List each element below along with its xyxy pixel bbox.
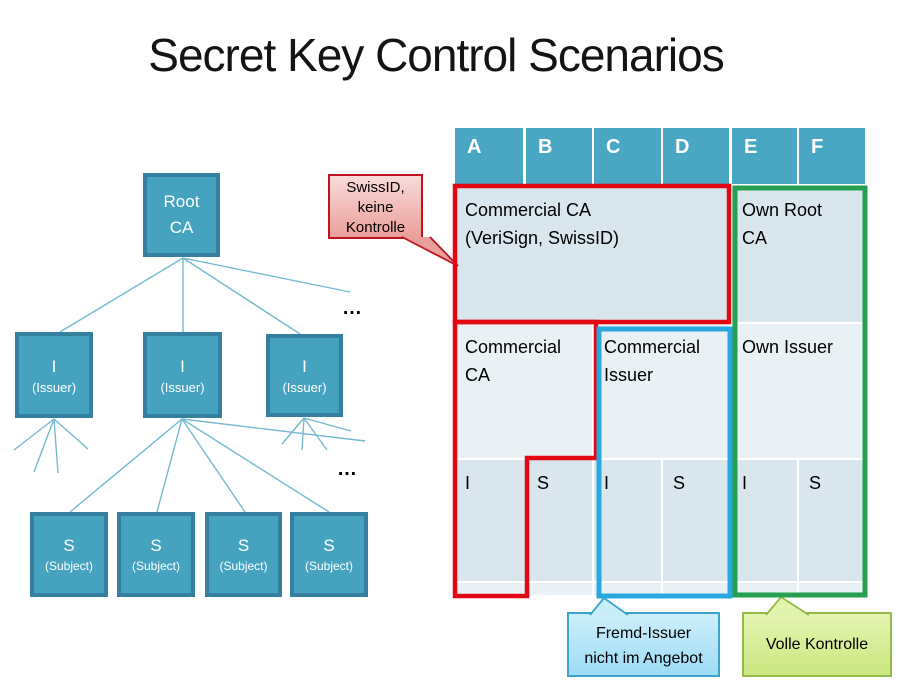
table-header-d: D (663, 128, 729, 184)
root-ca-label-line1: Root (163, 192, 200, 211)
cell-f-s: S (799, 460, 865, 581)
subject-node-4: S (Subject) (290, 512, 368, 597)
tree-edge-group (13, 257, 366, 513)
callout-line: nicht im Angebot (584, 650, 703, 667)
table-header-b: B (526, 128, 592, 184)
callout-line: Fremd-Issuer (595, 625, 692, 642)
cell-line: (VeriSign, SwissID) (465, 228, 620, 248)
cell-line: Commercial CA (465, 200, 592, 220)
cell-line: Own Root (742, 200, 823, 220)
callout-line: SwissID, (346, 179, 405, 196)
page-title: Secret Key Control Scenarios (148, 29, 724, 81)
issuer-node-3: I (Issuer) (266, 334, 343, 417)
table-header-a: A (455, 128, 523, 184)
subject-letter: S (63, 536, 75, 555)
cell-b-s: S (527, 460, 592, 581)
issuer-letter: I (302, 357, 307, 376)
cell-c-i: I (594, 460, 661, 581)
cell-bottom-band (799, 583, 865, 595)
root-ca-label-line2: CA (169, 218, 194, 237)
cell-bottom-band (663, 583, 729, 595)
issuer-letter: I (180, 356, 185, 376)
cell-bottom-band (732, 583, 797, 595)
cell-a-i: I (455, 460, 525, 581)
cell-line: CA (742, 228, 768, 248)
outline-green-own-root (732, 185, 868, 598)
subject-node-1: S (Subject) (30, 512, 108, 597)
root-ca-node: Root CA (143, 173, 220, 257)
cell-line: Commercial (604, 337, 701, 357)
issuer-sublabel: (Issuer) (31, 379, 77, 395)
callout-tail-pink (401, 236, 459, 267)
cell-commercial-issuer: Commercial Issuer (594, 324, 729, 458)
cell-line: Commercial (465, 337, 562, 357)
cell-bottom-band (594, 583, 661, 595)
callout-fremd-issuer: Fremd-Issuer nicht im Angebot (567, 612, 720, 677)
subject-letter: S (150, 536, 162, 555)
subject-node-2: S (Subject) (117, 512, 195, 597)
cell-line: CA (465, 365, 491, 385)
subject-node-3: S (Subject) (205, 512, 282, 597)
outline-red-row1 (452, 183, 732, 325)
callout-swissid-keine-kontrolle: SwissID, keine Kontrolle (328, 174, 423, 239)
subject-sublabel: (Subject) (304, 559, 354, 573)
issuer-sublabel: (Issuer) (282, 380, 327, 395)
outline-blue-commercial-issuer (596, 326, 733, 599)
callout-line: Kontrolle (345, 219, 406, 236)
cell-line: Own Issuer (742, 337, 834, 357)
issuer-node-1: I (Issuer) (15, 332, 93, 418)
callout-volle-kontrolle: Volle Kontrolle (742, 612, 892, 677)
cell-e-i: I (732, 460, 797, 581)
cell-own-root-ca: Own Root CA (732, 187, 865, 322)
cell-own-issuer: Own Issuer (732, 324, 865, 458)
issuer-node-2: I (Issuer) (143, 332, 222, 418)
cell-d-s: S (663, 460, 729, 581)
cell-commercial-ca: Commercial CA (455, 324, 592, 458)
issuer-letter: I (51, 356, 57, 376)
cell-bottom-band (527, 583, 592, 595)
table-header-e: E (732, 128, 797, 184)
cell-commercial-ca-root: Commercial CA (VeriSign, SwissID) (455, 187, 729, 322)
table-header-f: F (799, 128, 865, 184)
cell-line: Issuer (604, 365, 654, 385)
callout-line: Volle Kontrolle (765, 635, 869, 653)
cell-bottom-band (455, 583, 525, 595)
subject-letter: S (323, 536, 335, 555)
callout-tail-blue (589, 596, 629, 616)
callout-line: keine (357, 199, 394, 216)
subject-sublabel: (Subject) (219, 559, 268, 573)
issuer-sublabel: (Issuer) (160, 379, 205, 395)
callout-tail-green (765, 595, 810, 616)
outline-red-step (452, 319, 599, 599)
table-header-c: C (594, 128, 661, 184)
subject-sublabel: (Subject) (131, 559, 181, 573)
subject-letter: S (237, 536, 250, 555)
subject-sublabel: (Subject) (44, 559, 94, 573)
